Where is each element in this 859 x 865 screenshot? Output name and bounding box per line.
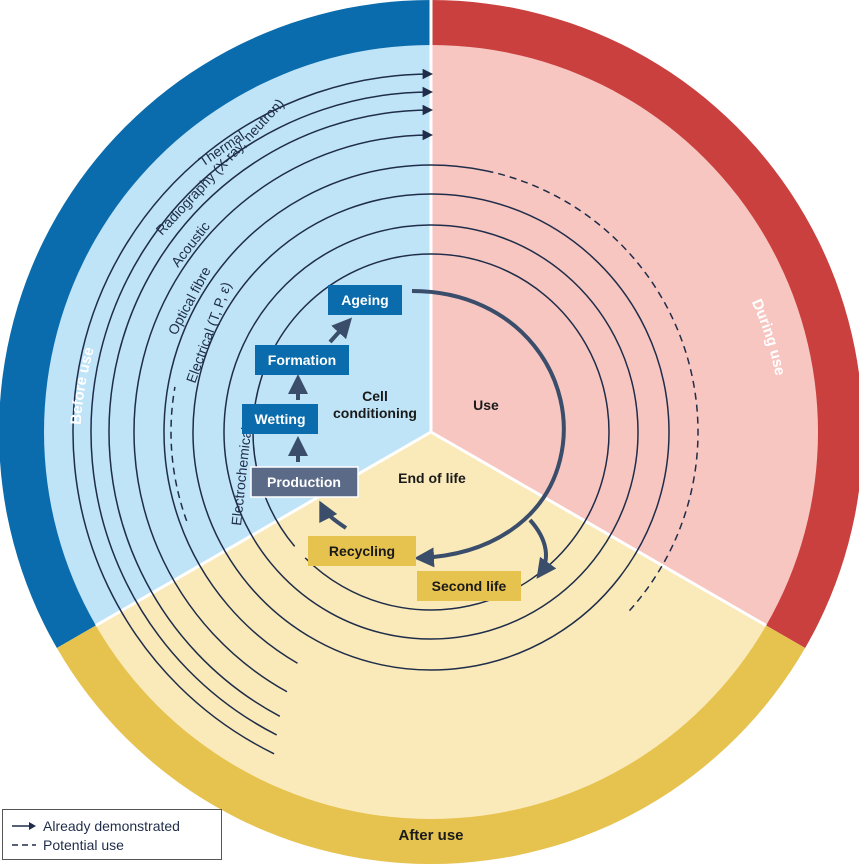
method-arc-1 bbox=[90, 86, 434, 736]
arrow-ageing-use-recycling bbox=[411, 289, 566, 568]
cell-conditioning-label-line2: conditioning bbox=[333, 405, 417, 421]
divider-right bbox=[430, 430, 767, 627]
svg-text:Ageing: Ageing bbox=[341, 292, 388, 308]
stage-wetting: Wetting bbox=[242, 404, 318, 434]
method-arc-4 bbox=[163, 164, 487, 664]
svg-text:Recycling: Recycling bbox=[329, 543, 395, 559]
legend: Already demonstrated Potential use bbox=[2, 809, 222, 860]
arrow-formation-ageing bbox=[328, 317, 353, 344]
stage-ageing: Ageing bbox=[328, 285, 402, 315]
dashed-line-icon bbox=[12, 844, 36, 846]
arrow-to-second-life bbox=[528, 518, 557, 579]
stage-formation: Formation bbox=[255, 345, 349, 375]
svg-text:Second life: Second life bbox=[432, 578, 507, 594]
legend-item-potential: Potential use bbox=[11, 836, 124, 854]
svg-text:Production: Production bbox=[267, 474, 341, 490]
legend-label-demonstrated: Already demonstrated bbox=[43, 818, 180, 834]
during-use-area bbox=[431, 45, 818, 626]
svg-text:Wetting: Wetting bbox=[254, 411, 305, 427]
method-arc-2 bbox=[108, 104, 434, 717]
legend-label-potential: Potential use bbox=[43, 837, 124, 853]
method-arc-4-potential bbox=[486, 170, 699, 612]
stage-recycling: Recycling bbox=[308, 536, 416, 566]
after-use-label: After use bbox=[398, 827, 463, 844]
cell-conditioning-label-line1: Cell bbox=[362, 388, 388, 404]
svg-text:Formation: Formation bbox=[268, 352, 336, 368]
arrow-recycling-production bbox=[319, 500, 348, 530]
method-arc-6 bbox=[223, 224, 639, 640]
stage-second-life: Second life bbox=[417, 571, 521, 601]
method-arcs bbox=[72, 68, 699, 755]
stage-production: Production bbox=[250, 466, 359, 498]
method-arc-dashed-left bbox=[170, 386, 188, 522]
solid-arrow-icon bbox=[12, 822, 36, 830]
method-arc-3 bbox=[133, 129, 434, 693]
use-label: Use bbox=[473, 397, 499, 413]
legend-item-demonstrated: Already demonstrated bbox=[11, 817, 180, 835]
method-arc-0 bbox=[72, 68, 434, 755]
end-of-life-label: End of life bbox=[398, 470, 466, 486]
method-arc-5 bbox=[192, 193, 670, 671]
